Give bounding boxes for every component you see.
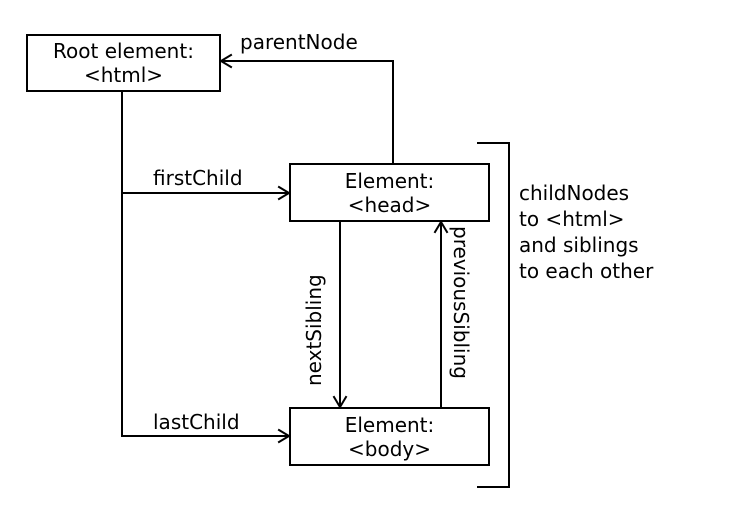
node-head: Element: <head> [289,163,490,222]
node-root-tag: <html> [83,63,164,87]
annotation-line: to <html> [519,207,625,231]
last-child-label: lastChild [153,410,240,434]
node-head-tag: <head> [347,192,432,217]
parent-node-arrowhead [219,53,233,69]
node-body: Element: <body> [289,407,490,466]
child-nodes-annotation: childNodes to <html> and siblings to eac… [519,180,653,284]
annotation-line: to each other [519,259,654,283]
node-root-type: Root element: [53,39,194,63]
annotation-line: and siblings [519,233,639,257]
node-root-html: Root element: <html> [26,34,221,92]
node-body-tag: <body> [348,436,431,461]
parent-node-connector [220,60,394,164]
previous-sibling-arrowhead [433,220,449,234]
parent-node-label: parentNode [240,30,358,54]
next-sibling-label: nextSibling [302,274,326,386]
child-nodes-bracket [477,142,510,488]
annotation-line: childNodes [519,181,630,205]
first-child-label: firstChild [153,166,243,190]
previous-sibling-label: previousSibling [449,226,473,379]
node-body-type: Element: [344,412,435,437]
node-head-type: Element: [344,168,435,193]
